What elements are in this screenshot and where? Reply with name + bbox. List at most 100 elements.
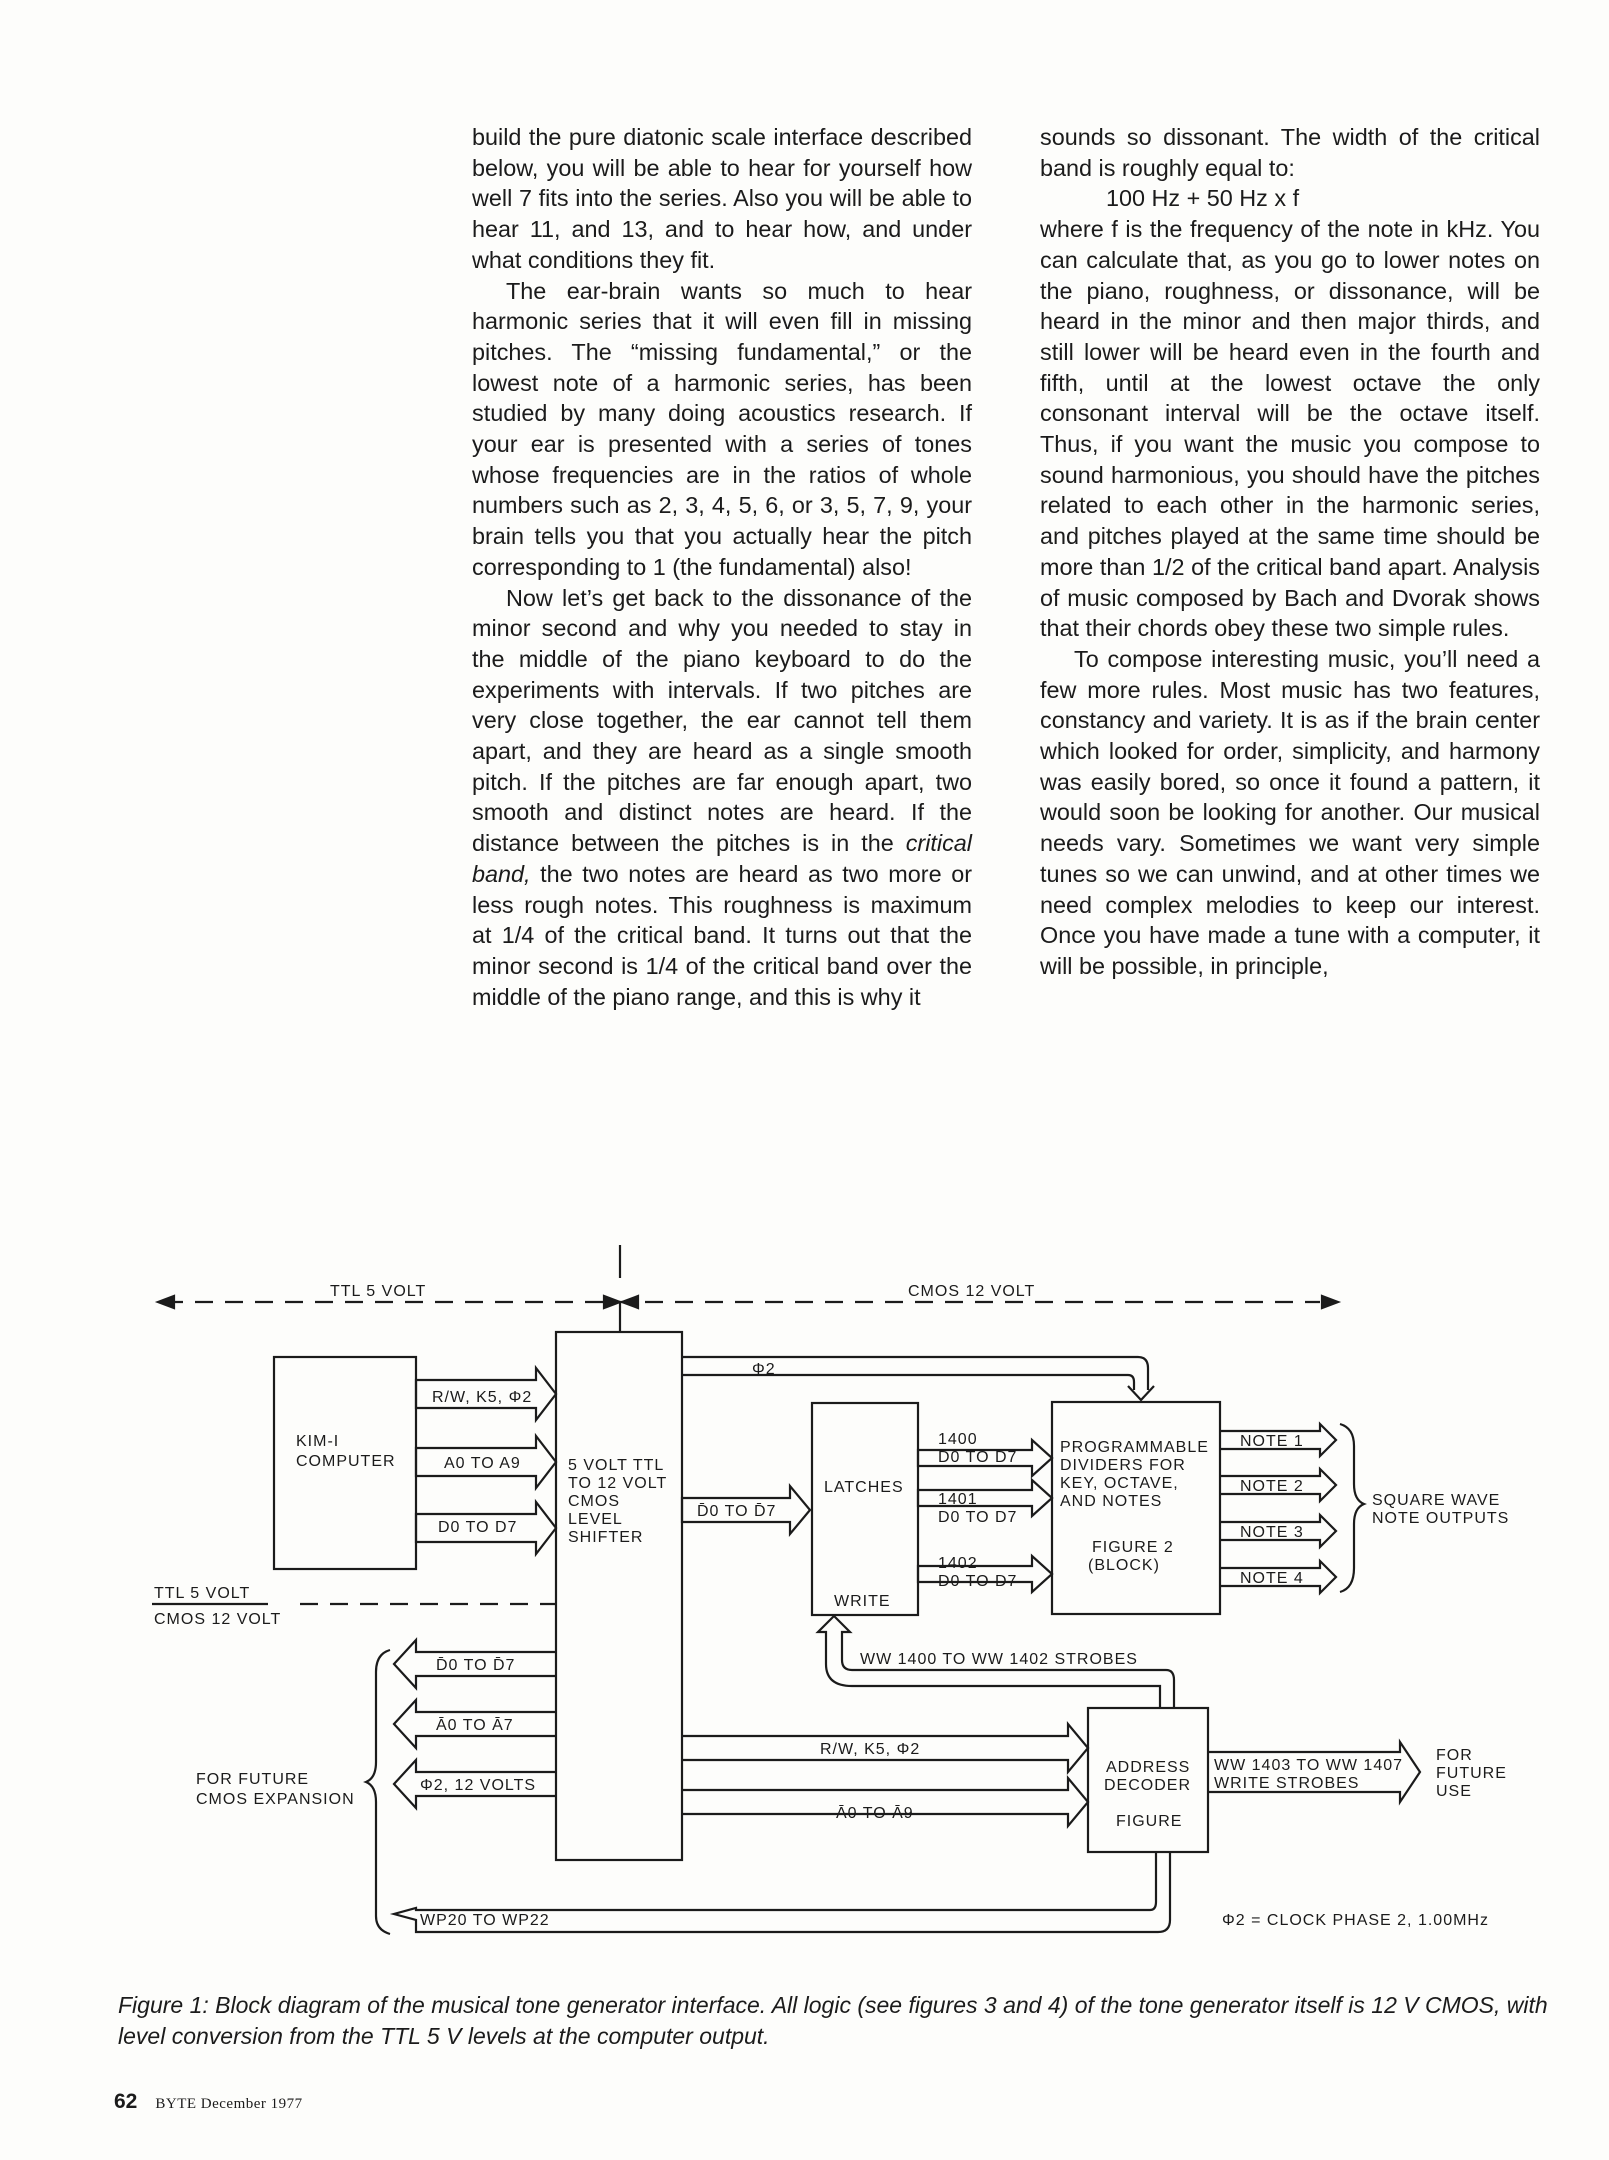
bus-label: D̄0 TO D̄7 [697, 1503, 776, 1520]
paragraph: To compose interesting music, you’ll nee… [1040, 645, 1540, 979]
text-column-left: build the pure diatonic scale interface … [472, 122, 972, 1012]
address-decoder-box [1086, 1706, 1210, 1854]
decoder-label: ADDRESS [1106, 1759, 1190, 1776]
figure-caption: Figure 1: Block diagram of the musical t… [118, 1992, 1548, 2049]
block-diagram-svg: TTL 5 VOLT CMOS 12 VOLT 5 VOLT TTL TO 12… [152, 1245, 1509, 1936]
paragraph: where f is the frequency of the note in … [1040, 216, 1540, 642]
paragraph: sounds so dissonant. The width of the cr… [1040, 124, 1540, 181]
future-use-label: FOR [1436, 1747, 1473, 1764]
bus-label: Ā0 TO Ā9 [836, 1804, 914, 1822]
note-label: NOTE 2 [1240, 1478, 1304, 1495]
magazine-issue: BYTE December 1977 [155, 2096, 303, 2112]
kim-label: COMPUTER [296, 1453, 396, 1470]
bus-arrow [916, 1477, 1054, 1519]
bus-label: R/W, K5, Φ2 [820, 1741, 920, 1758]
page-footer: 62 BYTE December 1977 [114, 2090, 303, 2114]
bus-label: D0 TO D7 [938, 1449, 1017, 1466]
dividers-label: (BLOCK) [1088, 1557, 1160, 1574]
label-cmos-12-volt: CMOS 12 VOLT [908, 1283, 1035, 1300]
strobes-label: WW 1400 TO WW 1402 STROBES [860, 1651, 1138, 1668]
expansion-label: FOR FUTURE [196, 1771, 309, 1788]
future-use-label: FUTURE [1436, 1765, 1507, 1782]
strobe-line [815, 1615, 1162, 1708]
bus-label: R/W, K5, Φ2 [432, 1389, 532, 1406]
bus-label: WP20 TO WP22 [420, 1912, 550, 1929]
bus-arrow [414, 1498, 558, 1558]
latches-label: LATCHES [824, 1479, 904, 1496]
paragraph: Now let’s get back to the dissonance of … [472, 583, 972, 1013]
decoder-label: FIGURE [1116, 1813, 1182, 1830]
text-column-right: sounds so dissonant. The width of the cr… [1040, 122, 1540, 982]
phi2-line [682, 1355, 1150, 1390]
block-diagram: TTL 5 VOLT CMOS 12 VOLT 5 VOLT TTL TO 12… [150, 1240, 1530, 1955]
bus-arrow [414, 1432, 558, 1492]
bus-arrow [916, 1553, 1054, 1595]
note-label: NOTE 1 [1240, 1433, 1304, 1450]
italic-term: critical band, [472, 830, 972, 887]
bus-arrow [392, 1697, 556, 1751]
phi2-line [682, 1373, 1136, 1390]
level-shifter-box [554, 1330, 684, 1862]
bus-label: D0 TO D7 [938, 1573, 1017, 1590]
strobes-label: WW 1403 TO WW 1407 [1214, 1757, 1403, 1774]
page-number: 62 [114, 2090, 138, 2113]
write-strobes-arrow [1208, 1738, 1422, 1806]
arrow-right-icon [602, 1294, 624, 1310]
bus-arrow [916, 1437, 1054, 1479]
dividers-label: KEY, OCTAVE, [1060, 1475, 1179, 1492]
clock-note: Φ2 = CLOCK PHASE 2, 1.00MHz [1222, 1912, 1489, 1929]
dividers-label: PROGRAMMABLE [1060, 1439, 1209, 1456]
note-label: NOTE 3 [1240, 1524, 1304, 1541]
bus-arrow [680, 1482, 812, 1538]
shifter-label: 5 VOLT TTL [568, 1457, 664, 1474]
bus-label: 1400 [938, 1431, 978, 1448]
write-label: WRITE [834, 1593, 891, 1610]
text-run: Now let’s get back to the dissonance of … [472, 584, 972, 857]
note-output-arrow [1220, 1512, 1338, 1550]
arrow-right-icon [1320, 1294, 1342, 1310]
arrow-left-icon [154, 1294, 176, 1310]
wp-bus-arrow [389, 1852, 1172, 1934]
square-wave-label: NOTE OUTPUTS [1372, 1510, 1509, 1527]
bus-label: D̄0 TO D̄7 [436, 1657, 515, 1674]
decoder-label: DECODER [1104, 1777, 1191, 1794]
bus-label: D0 TO D7 [438, 1519, 517, 1536]
note-label: NOTE 4 [1240, 1570, 1304, 1587]
label-ttl-5-volt: TTL 5 VOLT [154, 1585, 250, 1602]
label-cmos-12-volt: CMOS 12 VOLT [154, 1611, 281, 1628]
future-use-label: USE [1436, 1783, 1472, 1800]
arrow-left-icon [618, 1294, 640, 1310]
shifter-label: TO 12 VOLT [568, 1475, 667, 1492]
note-output-arrow [1220, 1466, 1338, 1504]
kim-label: KIM-I [296, 1433, 339, 1450]
bus-label: Ā0 TO Ā7 [436, 1716, 514, 1734]
bus-label: 1401 [938, 1491, 978, 1508]
latches-box [810, 1401, 920, 1617]
shifter-label: LEVEL [568, 1511, 623, 1528]
note-outputs-brace [1339, 1422, 1367, 1594]
text-run: the two notes are heard as two more or l… [472, 860, 972, 1010]
bus-label: Φ2 [752, 1361, 776, 1378]
bus-arrow [392, 1757, 556, 1811]
programmable-dividers-box [1050, 1400, 1222, 1616]
note-output-arrow [1220, 1558, 1338, 1596]
dividers-label: AND NOTES [1060, 1493, 1162, 1510]
bus-arrow [414, 1364, 558, 1424]
bus-label: 1402 [938, 1555, 978, 1572]
bus-label: Φ2, 12 VOLTS [420, 1777, 536, 1794]
shifter-label: SHIFTER [568, 1529, 643, 1546]
arrow-down-icon [1127, 1385, 1155, 1402]
strobe-line [833, 1615, 1176, 1708]
dividers-label: FIGURE 2 [1092, 1539, 1174, 1556]
strobes-label: WRITE STROBES [1214, 1775, 1359, 1792]
dividers-label: DIVIDERS FOR [1060, 1457, 1186, 1474]
bus-arrow [392, 1637, 556, 1691]
bus-label: D0 TO D7 [938, 1509, 1017, 1526]
expansion-brace [363, 1648, 391, 1936]
note-output-arrow [1220, 1421, 1338, 1459]
paragraph: The ear-brain wants so much to hear harm… [472, 277, 972, 580]
label-ttl-5-volt: TTL 5 VOLT [330, 1283, 426, 1300]
expansion-label: CMOS EXPANSION [196, 1791, 355, 1808]
equation: 100 Hz + 50 Hz x f [1106, 185, 1300, 212]
bus-label: A0 TO A9 [444, 1455, 521, 1472]
